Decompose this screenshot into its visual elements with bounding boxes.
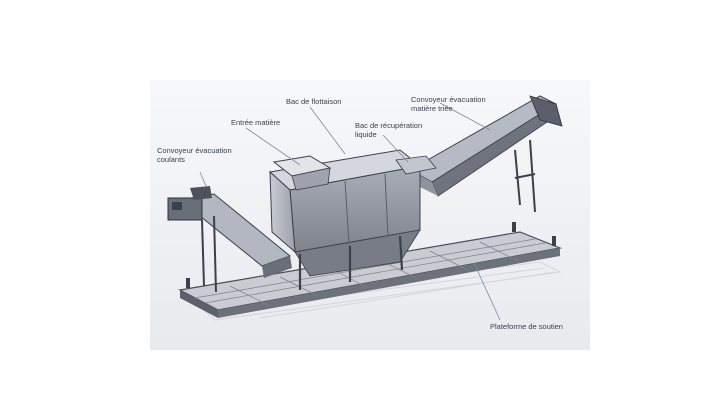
platform [178, 222, 563, 318]
label-sorted-conveyor: Convoyeur évacuation matière triée [411, 95, 486, 113]
conveyor-sorted-material [408, 95, 563, 213]
label-liquid-recovery: Bac de récupération liquide [355, 121, 423, 139]
conveyor-runoff [167, 186, 292, 293]
label-material-inlet: Entrée matière [231, 118, 281, 127]
label-runoff-conveyor: Convoyeur évacuation coulants [157, 146, 232, 164]
label-flotation-tank: Bac de flottaison [286, 97, 342, 106]
leader-lines [199, 102, 501, 321]
material-inlet-hopper [272, 155, 332, 191]
label-support-platform: Plateforme de soutien [490, 322, 563, 331]
liquid-recovery-tray [395, 155, 437, 175]
